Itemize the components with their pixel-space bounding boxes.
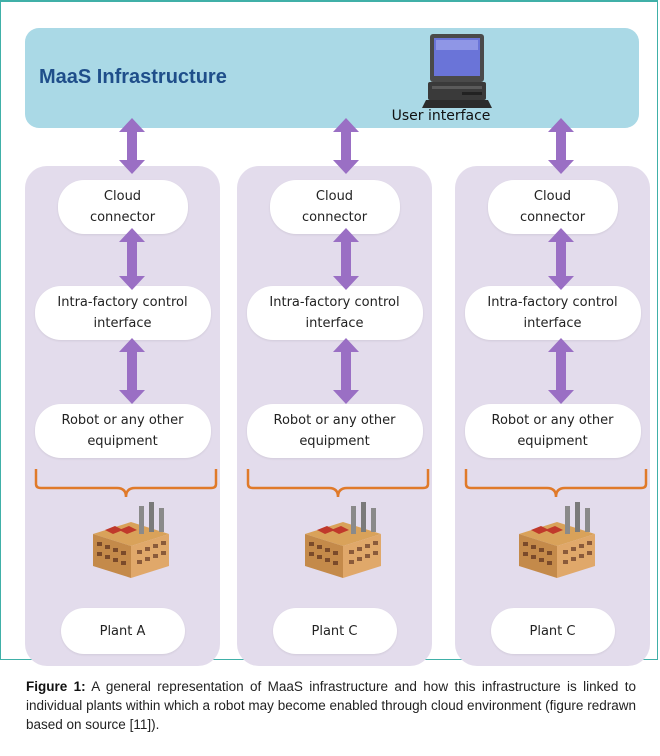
cloud-connector-node: Cloud connector <box>487 180 618 234</box>
double-arrow-header-3 <box>548 118 574 174</box>
factory-icon <box>519 502 595 578</box>
caption-text: A general representation of MaaS infrast… <box>26 679 636 732</box>
plant-column-2: Cloud connector Intra-factory control in… <box>237 166 432 666</box>
plant-brace-2 <box>246 469 430 498</box>
figure-frame: MaaS Infrastructure User interface Cloud… <box>0 0 658 666</box>
plant-node: Plant C <box>272 608 397 654</box>
caption-label: Figure 1: <box>26 679 86 694</box>
factory-icon <box>93 502 169 578</box>
plant-column-1: Cloud connector Intra-factory control in… <box>25 166 220 666</box>
infrastructure-title: MaaS Infrastructure <box>39 66 227 88</box>
user-interface-label: User interface <box>391 108 491 124</box>
double-arrow-control-equipment-2 <box>333 338 359 404</box>
factory-icon <box>305 502 381 578</box>
control-interface-node: Intra-factory control interface <box>246 286 423 340</box>
plant-brace-1 <box>34 469 218 498</box>
control-interface-node: Intra-factory control interface <box>464 286 641 340</box>
control-interface-node: Intra-factory control interface <box>34 286 211 340</box>
computer-icon <box>422 34 492 108</box>
maas-infrastructure-banner: MaaS Infrastructure User interface <box>25 28 639 128</box>
equipment-node: Robot or any other equipment <box>464 404 641 458</box>
double-arrow-cloud-control-2 <box>333 228 359 290</box>
double-arrow-cloud-control-1 <box>119 228 145 290</box>
plant-brace-3 <box>464 469 648 498</box>
double-arrow-control-equipment-1 <box>119 338 145 404</box>
equipment-node: Robot or any other equipment <box>246 404 423 458</box>
plant-column-3: Cloud connector Intra-factory control in… <box>455 166 650 666</box>
equipment-node: Robot or any other equipment <box>34 404 211 458</box>
double-arrow-header-2 <box>333 118 359 174</box>
plant-node: Plant A <box>60 608 185 654</box>
double-arrow-control-equipment-3 <box>548 338 574 404</box>
double-arrow-cloud-control-3 <box>548 228 574 290</box>
cloud-connector-node: Cloud connector <box>269 180 400 234</box>
plant-node: Plant C <box>490 608 615 654</box>
figure-caption: Figure 1: A general representation of Ma… <box>26 677 636 734</box>
double-arrow-header-1 <box>119 118 145 174</box>
cloud-connector-node: Cloud connector <box>57 180 188 234</box>
